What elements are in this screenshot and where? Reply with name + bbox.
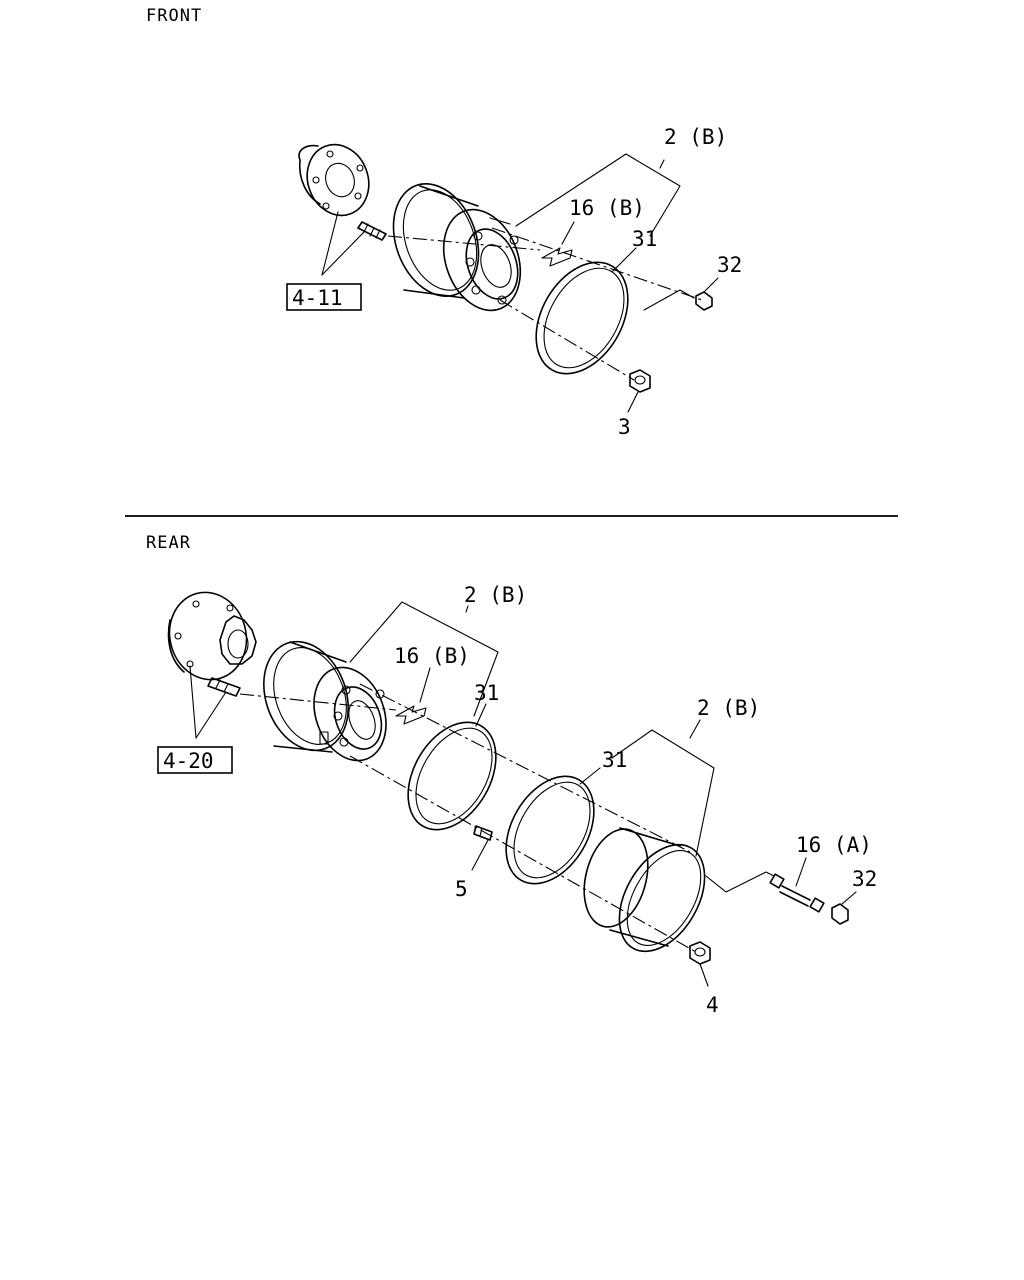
rear-inner-rim	[263, 640, 387, 762]
front-label-nut: 3	[618, 415, 631, 439]
front-hub-bolt	[357, 221, 387, 241]
front-label-valve-cap: 32	[717, 253, 742, 277]
rear-label-valve: 16 (A)	[796, 833, 872, 857]
front-label-balance-weight: 16 (B)	[569, 196, 645, 220]
rear-valve	[769, 873, 825, 913]
rear-label-outer-rim: 2 (B)	[697, 696, 760, 720]
front-wheel-rim	[392, 183, 522, 312]
rear-balance-weight	[395, 705, 427, 725]
rear-label-inner-ring: 31	[474, 681, 499, 705]
rear-ref-label: 4-20	[163, 749, 214, 773]
front-label-rim: 2 (B)	[664, 125, 727, 149]
front-centerline-bolt	[387, 235, 541, 251]
front-leader-lines	[515, 153, 719, 413]
front-ref-box: 4-11	[286, 211, 365, 311]
front-centerline-nut	[499, 299, 635, 381]
rear-section: REAR 4-20	[146, 533, 877, 1017]
front-valve-cap	[695, 291, 713, 311]
rear-outer-rim	[583, 827, 706, 953]
rear-outer-lock-ring	[505, 775, 595, 885]
front-section-title: FRONT	[146, 6, 202, 26]
front-lock-ring	[535, 261, 629, 375]
front-balance-weight	[541, 247, 573, 267]
rear-label-inner-rim: 2 (B)	[464, 583, 527, 607]
rear-stud	[473, 825, 493, 841]
front-hub	[298, 143, 370, 217]
rear-centerline-nut	[349, 755, 697, 953]
front-ref-label: 4-11	[292, 286, 343, 310]
rear-leader-lines	[349, 601, 857, 987]
rear-label-valve-cap: 32	[852, 867, 877, 891]
rear-label-nut: 4	[706, 993, 719, 1017]
front-section: FRONT 4-11	[146, 6, 742, 439]
rear-label-stud: 5	[455, 877, 468, 901]
rear-hub	[167, 591, 257, 681]
front-centerline-valve	[491, 227, 703, 301]
front-nut	[629, 369, 651, 393]
rear-ref-box: 4-20	[157, 665, 233, 774]
rear-nut	[689, 941, 711, 965]
rear-centerline-bolt	[239, 693, 397, 711]
rear-section-title: REAR	[146, 533, 191, 553]
rear-inner-lock-ring	[407, 721, 497, 831]
front-label-ring: 31	[632, 227, 657, 251]
rear-label-balance-weight: 16 (B)	[394, 644, 470, 668]
rear-centerline-valve	[359, 683, 691, 853]
rear-hub-bolt	[207, 677, 241, 697]
rear-label-outer-ring: 31	[602, 748, 627, 772]
rear-valve-cap	[831, 903, 849, 925]
